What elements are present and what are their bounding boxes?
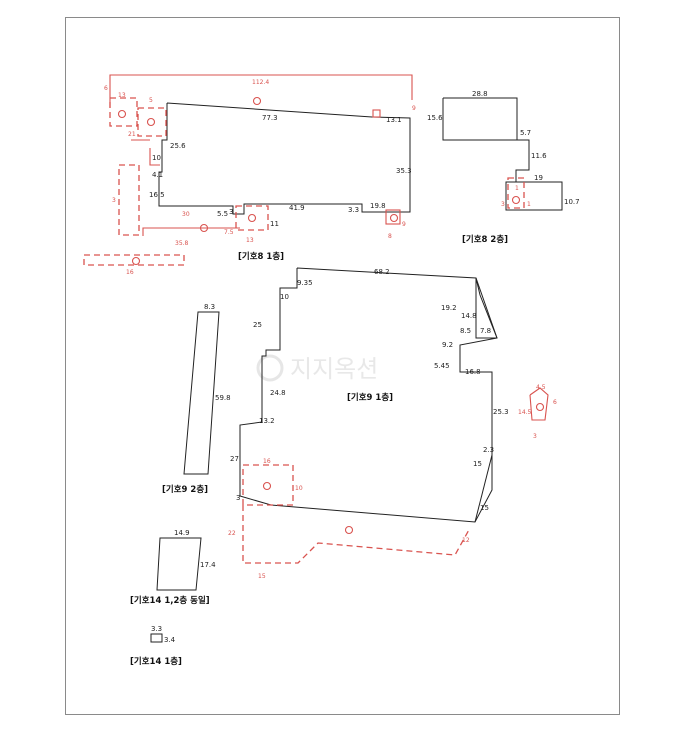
dim: 4.1 [152, 171, 163, 179]
dim: 6 [553, 399, 557, 406]
block-8-floor-1-label: [기호8 1층] [238, 251, 284, 262]
block-8-floor-2: 28.8 15.6 5.7 11.6 19 10.7 1 3 1 [기호8 2층… [427, 90, 580, 245]
dim: 35.8 [175, 240, 189, 247]
dim: 25 [253, 321, 262, 329]
block-9-floor-1: 68.2 9.35 10 25 19.2 14.8 8.5 7.8 9.2 5.… [228, 267, 557, 580]
dim: 9 [412, 105, 416, 112]
dim: 3 [112, 197, 116, 204]
dim: 1 [527, 201, 531, 208]
block-9-floor-1-label: [기호9 1층] [347, 392, 393, 403]
dim: 14.8 [461, 312, 477, 320]
dim: 8 [388, 233, 392, 240]
block-9-floor-2-label: [기호9 2층] [162, 484, 208, 495]
dim: 9.2 [442, 341, 453, 349]
dim: 68.2 [374, 268, 390, 276]
block-14-floor-1: 3.3 3.4 [기호14 1층] [130, 625, 182, 667]
dim: 16 [263, 458, 271, 465]
dim: 9.35 [297, 279, 313, 287]
dim: 8.5 [460, 327, 471, 335]
dim: 19 [534, 174, 543, 182]
dim: 19.8 [370, 202, 386, 210]
block-14-floor-1-label: [기호14 1층] [130, 656, 182, 667]
dim: 12 [462, 537, 470, 544]
block-14-floor-1-2-label: [기호14 1,2층 동일] [130, 595, 210, 606]
block-14-floor-1-2: 14.9 17.4 [기호14 1,2층 동일] [130, 529, 216, 606]
dim: 30 [182, 211, 190, 218]
dim: 10 [152, 154, 161, 162]
dim: 4.5 [536, 384, 546, 391]
block-8-floor-2-label: [기호8 2층] [462, 234, 508, 245]
dim: 5.45 [434, 362, 450, 370]
dim: 5 [149, 97, 153, 104]
dim: 9 [402, 221, 406, 228]
dim: 1 [515, 185, 519, 192]
dim: 14.9 [174, 529, 190, 537]
dim: 3.4 [164, 636, 176, 644]
dim: 112.4 [252, 79, 269, 86]
dim: 10.7 [564, 198, 580, 206]
dim: 10 [280, 293, 289, 301]
dim: 3 [533, 433, 537, 440]
dim: 11 [270, 220, 279, 228]
dim: 13.2 [259, 417, 275, 425]
dim: 11.6 [531, 152, 547, 160]
watermark: 지지옥션 [256, 354, 378, 383]
dim: 21 [128, 131, 136, 138]
dim: 25.6 [170, 142, 186, 150]
dim: 7.8 [480, 327, 491, 335]
dim: 13 [118, 92, 126, 99]
dim: 24.8 [270, 389, 286, 397]
dim: 59.8 [215, 394, 231, 402]
dim: 2.3 [483, 446, 494, 454]
dim: 22 [228, 530, 236, 537]
dim: 5.5 [217, 210, 228, 218]
dim: 7.5 [224, 229, 234, 236]
dim: 25.3 [493, 408, 509, 416]
dim: 15 [480, 504, 489, 512]
dim: 35.3 [396, 167, 412, 175]
dim: 5.7 [520, 129, 531, 137]
dim: 77.3 [262, 114, 278, 122]
dim: 10 [295, 485, 303, 492]
dim: 3 [229, 208, 233, 216]
dim: 6 [104, 85, 108, 92]
dim: 28.8 [472, 90, 488, 98]
dim: 16.5 [149, 191, 165, 199]
dim: 15 [258, 573, 266, 580]
dim: 16 [126, 269, 134, 276]
dim: 15 [473, 460, 482, 468]
dim: 3.3 [151, 625, 162, 633]
dim: 13.1 [386, 116, 402, 124]
dim: 14.5 [518, 409, 532, 416]
dim: 3.3 [348, 206, 359, 214]
dim: 8.3 [204, 303, 215, 311]
dim: 19.2 [441, 304, 457, 312]
dim: 16.8 [465, 368, 481, 376]
plan-sheet [65, 17, 620, 715]
dim: 41.9 [289, 204, 305, 212]
dim: 3 [501, 201, 505, 208]
block-9-floor-2: 8.3 59.8 [기호9 2층] [162, 303, 231, 495]
dim: 27 [230, 455, 239, 463]
block-8-floor-1: 112.4 77.3 13.1 25.6 35.3 10 4.1 16.5 30… [83, 74, 416, 276]
watermark-text: 지지옥션 [290, 355, 378, 383]
dim: 13 [246, 237, 254, 244]
dim: 15.6 [427, 114, 443, 122]
dim: 3 [236, 494, 240, 502]
dim: 17.4 [200, 561, 216, 569]
